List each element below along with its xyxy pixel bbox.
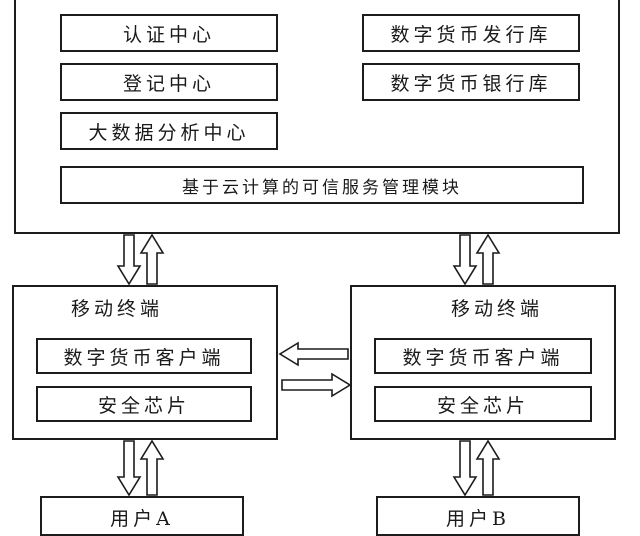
terminal-b-client-box: 数字货币客户端: [374, 338, 592, 374]
big-data-center-box: 大数据分析中心: [60, 112, 278, 150]
down-arrow-platform-to-terminal-a: [116, 234, 142, 286]
terminal-b-chip-box: 安全芯片: [374, 386, 592, 422]
up-arrow-terminal-a-to-platform: [139, 233, 165, 285]
mobile-terminal-a-title: 移动终端: [70, 297, 163, 320]
down-arrow-terminal-a-to-user-a: [116, 440, 142, 497]
terminal-a-client-box: 数字货币客户端: [36, 338, 252, 374]
terminal-a-chip-box: 安全芯片: [36, 386, 252, 422]
mobile-terminal-b-title: 移动终端: [450, 297, 543, 320]
right-arrow-terminal-a-to-b: [281, 372, 352, 398]
left-arrow-terminal-b-to-a: [278, 341, 349, 367]
down-arrow-terminal-b-to-user-b: [452, 440, 478, 497]
up-arrow-user-a-to-terminal-a: [139, 439, 165, 496]
auth-center-box: 认证中心: [60, 14, 278, 52]
cloud-trusted-service-module-box: 基于云计算的可信服务管理模块: [60, 166, 584, 204]
registration-center-box: 登记中心: [60, 63, 278, 101]
currency-bank-store-box: 数字货币银行库: [362, 63, 580, 101]
up-arrow-user-b-to-terminal-b: [475, 439, 501, 496]
up-arrow-terminal-b-to-platform: [475, 233, 501, 285]
down-arrow-platform-to-terminal-b: [452, 234, 478, 286]
currency-issuance-store-box: 数字货币发行库: [362, 14, 580, 52]
connector-arrows: [116, 233, 501, 497]
